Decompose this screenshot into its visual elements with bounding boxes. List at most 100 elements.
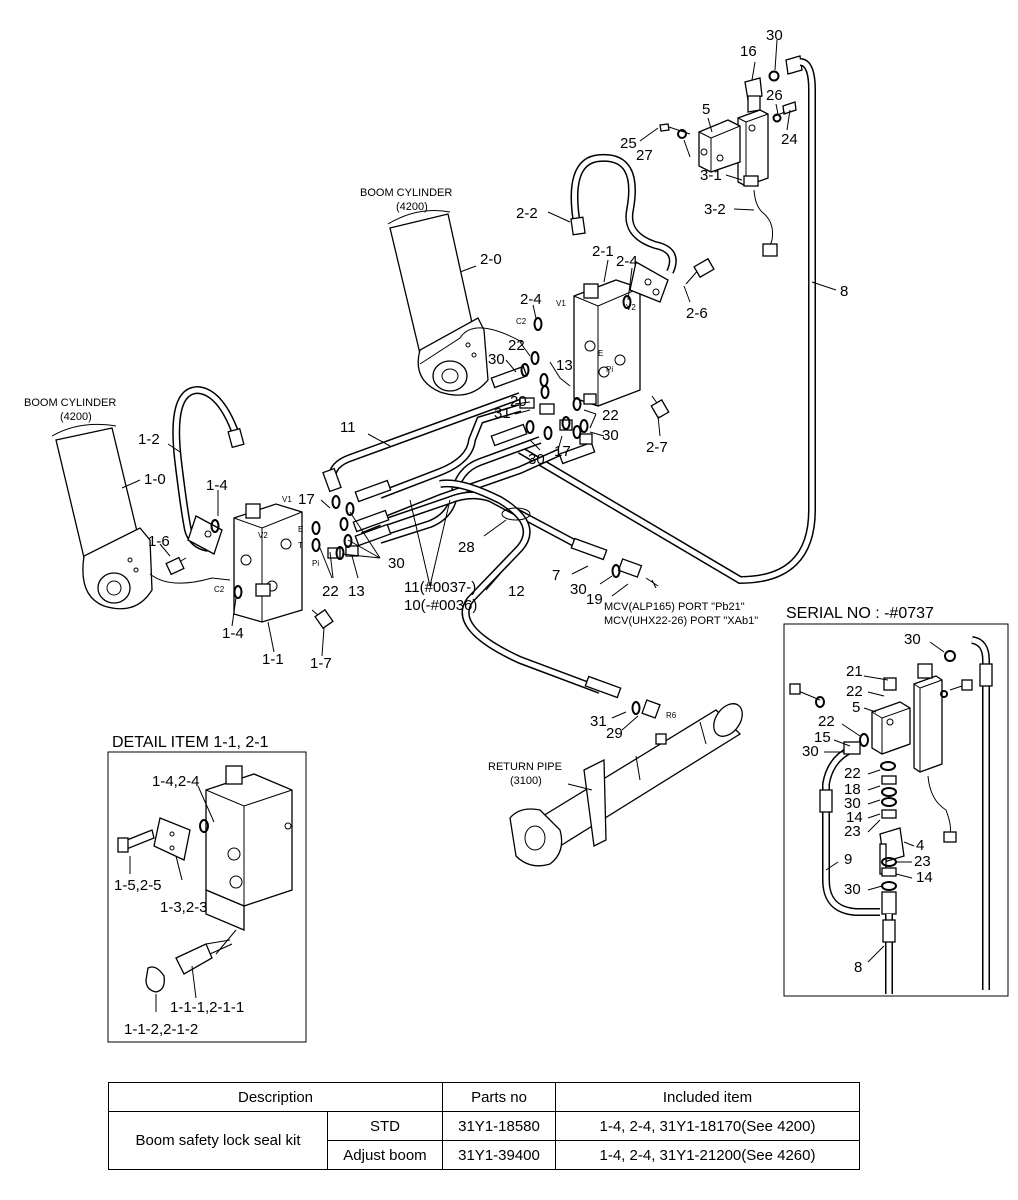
label-30: 30 <box>388 555 405 572</box>
safety-valve-right <box>573 257 715 419</box>
serial-label-14: 14 <box>916 869 933 886</box>
label-8: 8 <box>840 283 848 300</box>
serial-title: SERIAL NO : -#0737 <box>786 605 934 622</box>
boom-cylinder-left-code: (4200) <box>60 411 92 423</box>
port-marks: V1 V2 E T Pi C2 V1 V2 E Pi C2 R6 <box>214 299 677 720</box>
detail-label-1-5: 1-5,2-5 <box>114 877 162 894</box>
port-v1: V1 <box>556 299 566 308</box>
label-2-4: 2-4 <box>520 291 542 308</box>
port-c2: C2 <box>214 585 225 594</box>
label-30: 30 <box>602 427 619 444</box>
header-parts-no: Parts no <box>442 1082 556 1112</box>
label-17: 17 <box>554 443 571 460</box>
label-3-2: 3-2 <box>704 201 726 218</box>
port-pi: Pi <box>606 365 613 374</box>
label-11: 11 <box>340 419 356 436</box>
label-1-4: 1-4 <box>206 477 228 494</box>
label-31: 31 <box>590 713 607 730</box>
port-c2: C2 <box>516 317 527 326</box>
boom-cylinder-right <box>387 210 489 396</box>
port-t: T <box>298 541 303 550</box>
label-20: 20 <box>510 393 527 410</box>
serial-label-30: 30 <box>904 631 921 648</box>
serial-label-14: 14 <box>846 809 863 826</box>
serial-label-9: 9 <box>844 851 852 868</box>
variant-std: STD <box>327 1111 443 1141</box>
label-2-2: 2-2 <box>516 205 538 222</box>
serial-label-5: 5 <box>852 699 860 716</box>
leader-lines <box>121 39 837 791</box>
captions: BOOM CYLINDER (4200) BOOM CYLINDER (4200… <box>24 187 758 787</box>
boom-cylinder-right-code: (4200) <box>396 201 428 213</box>
parts-table: Description Parts no Included item Boom … <box>108 1082 860 1170</box>
detail-title: DETAIL ITEM 1-1, 2-1 <box>112 734 269 751</box>
boom-cylinder-left-caption: BOOM CYLINDER <box>24 397 116 409</box>
label-2-0: 2-0 <box>480 251 502 268</box>
label-13: 13 <box>348 583 365 600</box>
label-30: 30 <box>570 581 587 598</box>
detail-label-1-4: 1-4,2-4 <box>152 773 200 790</box>
label-1-4: 1-4 <box>222 625 244 642</box>
label-1-6: 1-6 <box>148 533 170 550</box>
label-5: 5 <box>702 101 710 118</box>
port-v2: V2 <box>626 303 636 312</box>
return-pipe-code: (3100) <box>510 775 542 787</box>
label-1-0: 1-0 <box>144 471 166 488</box>
o-rings <box>210 295 641 715</box>
serial-label-30: 30 <box>802 743 819 760</box>
serial-label-30: 30 <box>844 881 861 898</box>
included-std: 1-4, 2-4, 31Y1-18170(See 4200) <box>555 1111 860 1141</box>
label-2-1: 2-1 <box>592 243 614 260</box>
serial-label-23: 23 <box>914 853 931 870</box>
mcv-port-1: MCV(ALP165) PORT "Pb21" <box>604 601 745 613</box>
label-19: 19 <box>586 591 603 608</box>
parts-no-adjust: 31Y1-39400 <box>442 1140 556 1170</box>
label-30: 30 <box>528 451 545 468</box>
label-17: 17 <box>298 491 315 508</box>
included-adjust: 1-4, 2-4, 31Y1-21200(See 4260) <box>555 1140 860 1170</box>
parts-no-std: 31Y1-18580 <box>442 1111 556 1141</box>
label-22: 22 <box>322 583 339 600</box>
label-22: 22 <box>508 337 525 354</box>
port-v1: V1 <box>282 495 292 504</box>
label-2-6: 2-6 <box>686 305 708 322</box>
safety-valve-left <box>165 503 334 630</box>
detail-label-1-1-1: 1-1-1,2-1-1 <box>170 999 244 1016</box>
header-description: Description <box>108 1082 443 1112</box>
kit-name: Boom safety lock seal kit <box>108 1111 328 1170</box>
label-29: 29 <box>606 725 623 742</box>
label-27: 27 <box>636 147 653 164</box>
serial-label-18: 18 <box>844 781 861 798</box>
label-26: 26 <box>766 87 783 104</box>
table-row: Boom safety lock seal kit STD 31Y1-18580… <box>108 1111 860 1170</box>
boom-cylinder-left <box>51 423 153 610</box>
port-r6: R6 <box>666 711 677 720</box>
label-2-4: 2-4 <box>616 253 638 270</box>
serial-label-22: 22 <box>818 713 835 730</box>
detail-box: DETAIL ITEM 1-1, 2-1 1-4,2-4 1-5,2-5 1-3… <box>107 734 307 1043</box>
port-e: E <box>298 525 303 534</box>
label-24: 24 <box>781 131 798 148</box>
serial-label-23: 23 <box>844 823 861 840</box>
port-e: E <box>598 349 603 358</box>
label-1-1: 1-1 <box>262 651 284 668</box>
label-30: 30 <box>766 27 783 44</box>
serial-label-8: 8 <box>854 959 862 976</box>
label-item-10: 10(-#0036) <box>404 597 477 614</box>
serial-label-22: 22 <box>844 765 861 782</box>
label-1-7: 1-7 <box>310 655 332 672</box>
label-item-11: 11(#0037-) <box>404 579 476 596</box>
detail-label-1-1-2: 1-1-2,2-1-2 <box>124 1021 198 1038</box>
return-pipe-caption: RETURN PIPE <box>488 761 562 773</box>
boom-cylinder-right-caption: BOOM CYLINDER <box>360 187 452 199</box>
label-2-7: 2-7 <box>646 439 668 456</box>
port-v2: V2 <box>258 531 268 540</box>
label-30: 30 <box>488 351 505 368</box>
table-header-row: Description Parts no Included item <box>108 1082 860 1112</box>
return-pipe <box>509 703 743 867</box>
label-31: 31 <box>494 405 511 422</box>
variant-adjust: Adjust boom <box>327 1140 443 1170</box>
label-1-2: 1-2 <box>138 431 160 448</box>
port-pi: Pi <box>312 559 319 568</box>
label-25: 25 <box>620 135 637 152</box>
